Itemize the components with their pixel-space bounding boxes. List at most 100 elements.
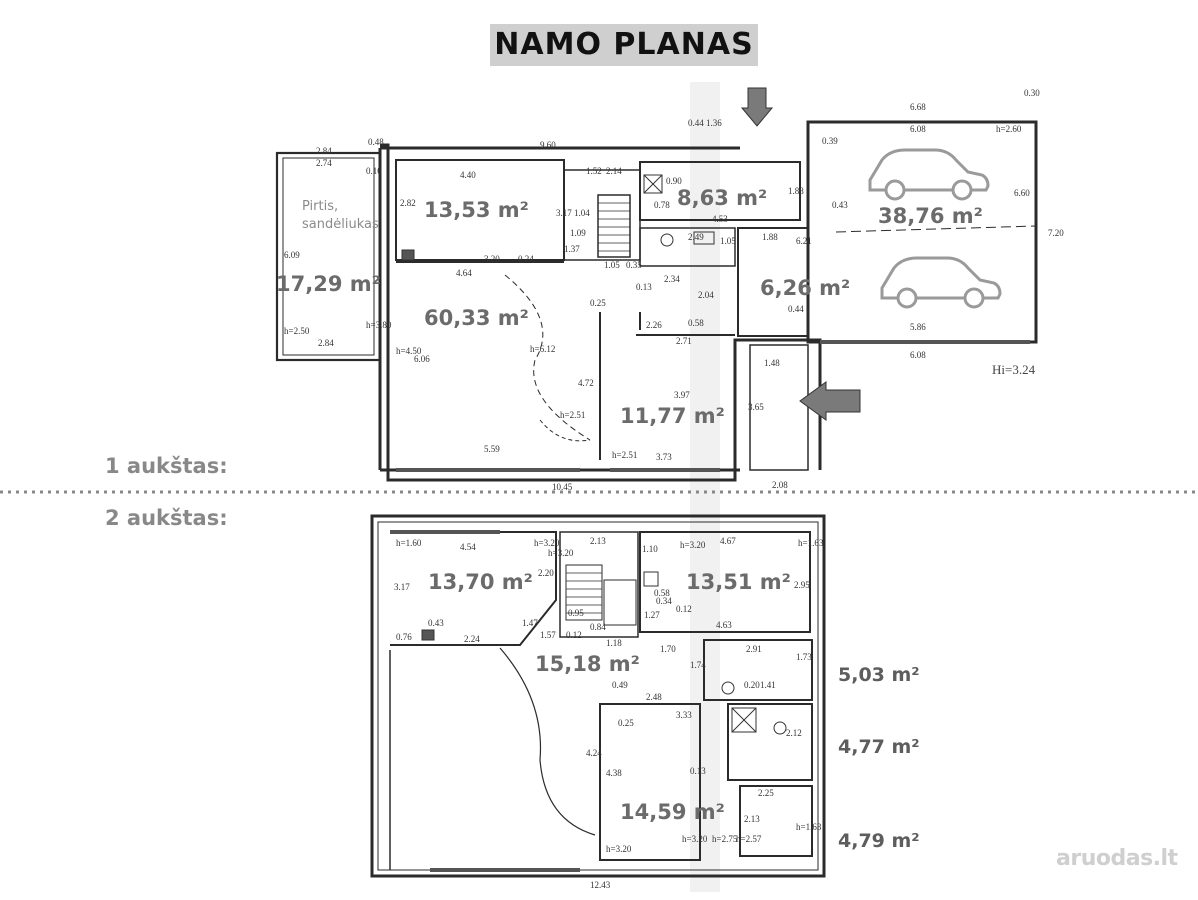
dim-label: 2.34 xyxy=(664,274,680,284)
dim-label: 1.05 xyxy=(720,236,736,246)
dim-label: 0.13 xyxy=(636,282,652,292)
dim-label: 6.21 xyxy=(796,236,812,246)
dim-label: 2.13 xyxy=(744,814,760,824)
dim-label: h=2.75 xyxy=(712,834,738,844)
sauna-name-line-1: Pirtis, xyxy=(302,199,339,214)
upper-stair-treads xyxy=(566,572,602,614)
dim-label: 4.63 xyxy=(716,620,732,630)
scan-fold-shade xyxy=(690,82,720,892)
dim-label: 0.84 xyxy=(590,622,606,632)
dim-label: 0.30 xyxy=(1024,88,1040,98)
dim-label: 5.86 xyxy=(910,322,926,332)
dim-label: 0.76 xyxy=(396,632,412,642)
dim-label: 1.52 xyxy=(586,166,602,176)
ground-floor-walls xyxy=(275,120,1038,482)
dim-label: 0.90 xyxy=(666,176,682,186)
upper-stair-hall xyxy=(559,531,639,638)
sauna-name-line-2: sandėliukas xyxy=(302,217,379,232)
dim-label: h=2.60 xyxy=(996,124,1022,134)
upper-room-1-area: 13,70 m² xyxy=(428,570,533,594)
dim-label: 0.20 xyxy=(744,680,760,690)
dim-label: 1.48 xyxy=(764,358,780,368)
dim-label: 4.54 xyxy=(460,542,476,552)
dim-label: 6.06 xyxy=(414,354,430,364)
fixtures-upper xyxy=(421,571,787,735)
dim-label: 3.97 xyxy=(674,390,690,400)
upper-room-3-walls xyxy=(599,703,701,861)
dim-label: 6.08 xyxy=(910,350,926,360)
garage-area: 38,76 m² xyxy=(878,204,983,228)
fixtures-ground xyxy=(401,174,715,261)
dim-label: h=4.50 xyxy=(396,346,422,356)
dim-label: 0.44 xyxy=(688,118,704,128)
upper-room-2-area: 13,51 m² xyxy=(686,570,791,594)
vestibule-walls xyxy=(749,344,809,471)
hall-area: 8,63 m² xyxy=(677,186,768,210)
dim-label: 0.13 xyxy=(690,766,706,776)
upper-room-3-area: 14,59 m² xyxy=(620,800,725,824)
dim-label: 6.08 xyxy=(910,124,926,134)
dim-label: 5.59 xyxy=(484,444,500,454)
upper-stairs xyxy=(565,564,603,621)
car-icon xyxy=(880,256,1002,309)
dim-label: 2.91 xyxy=(746,644,762,654)
dim-label: 1.09 xyxy=(570,228,586,238)
dim-label: 1.36 xyxy=(706,118,722,128)
dim-label: 0.95 xyxy=(568,608,584,618)
upper-outer-wall xyxy=(370,514,826,878)
upper-room-1-walls xyxy=(390,531,557,646)
upper-bath-3-walls xyxy=(739,785,813,857)
page-title: NAMO PLANAS xyxy=(490,24,758,66)
dim-label: 1.27 xyxy=(644,610,660,620)
dim-label: 7.20 xyxy=(1048,228,1064,238)
stairs-outline xyxy=(597,194,631,258)
door-swing-arc xyxy=(504,274,591,441)
dim-label: 1.18 xyxy=(606,638,622,648)
dim-label: 2.84 xyxy=(318,338,334,348)
dim-label: 4.53 xyxy=(712,214,728,224)
dim-label: 0.78 xyxy=(654,200,670,210)
dim-label: h=1.63 xyxy=(798,538,824,548)
car-icon xyxy=(868,148,990,201)
dim-label: 1.73 xyxy=(796,652,812,662)
dim-label: h=3.20 xyxy=(534,538,560,548)
living-room-area: 60,33 m² xyxy=(424,306,529,330)
dim-label: 2.14 xyxy=(606,166,622,176)
upper-inner-wall xyxy=(377,521,819,871)
dim-label: h=3.20 xyxy=(682,834,708,844)
dim-label: 3.33 xyxy=(676,710,692,720)
dim-label: h=3.20 xyxy=(548,548,574,558)
dim-label: 1.88 xyxy=(762,232,778,242)
dim-label: h=2.50 xyxy=(284,326,310,336)
hall-walls xyxy=(639,161,801,221)
dim-label: 0.43 xyxy=(832,200,848,210)
dim-label: 0.58 xyxy=(688,318,704,328)
dim-label: 3.17 xyxy=(394,582,410,592)
dim-label: h=3.80 xyxy=(366,320,392,330)
dim-label: 4.24 xyxy=(586,748,602,758)
dim-label: 2.82 xyxy=(400,198,416,208)
dim-label: 0.34 xyxy=(656,596,672,606)
dim-label: 3.65 xyxy=(748,402,764,412)
door-swing-arc-2 xyxy=(539,419,591,442)
dim-label: 1.70 xyxy=(660,644,676,654)
dim-label: 0.10 xyxy=(366,166,382,176)
garage-divider xyxy=(835,225,1037,233)
dim-label: 1.88 xyxy=(788,186,804,196)
room-a-area: 13,53 m² xyxy=(424,198,529,222)
dim-label: h=2.57 xyxy=(736,834,762,844)
dim-label: 4.67 xyxy=(720,536,736,546)
dim-label: 3.73 xyxy=(656,452,672,462)
dim-label: 1.57 xyxy=(540,630,556,640)
bathroom-area: 6,26 m² xyxy=(760,276,851,300)
upper-bath-2-area: 4,77 m² xyxy=(838,736,920,758)
floor-label-second: 2 aukštas: xyxy=(105,506,228,530)
dim-label: h=2.51 xyxy=(560,410,586,420)
dim-label: 2.24 xyxy=(464,634,480,644)
dim-label: 0.48 xyxy=(368,137,384,147)
dim-label: 2.12 xyxy=(786,728,802,738)
entrance-arrow-left-icon xyxy=(799,381,861,421)
dim-label: h=3.20 xyxy=(680,540,706,550)
upper-stairs-2 xyxy=(603,579,637,626)
dim-label: 2.95 xyxy=(794,580,810,590)
